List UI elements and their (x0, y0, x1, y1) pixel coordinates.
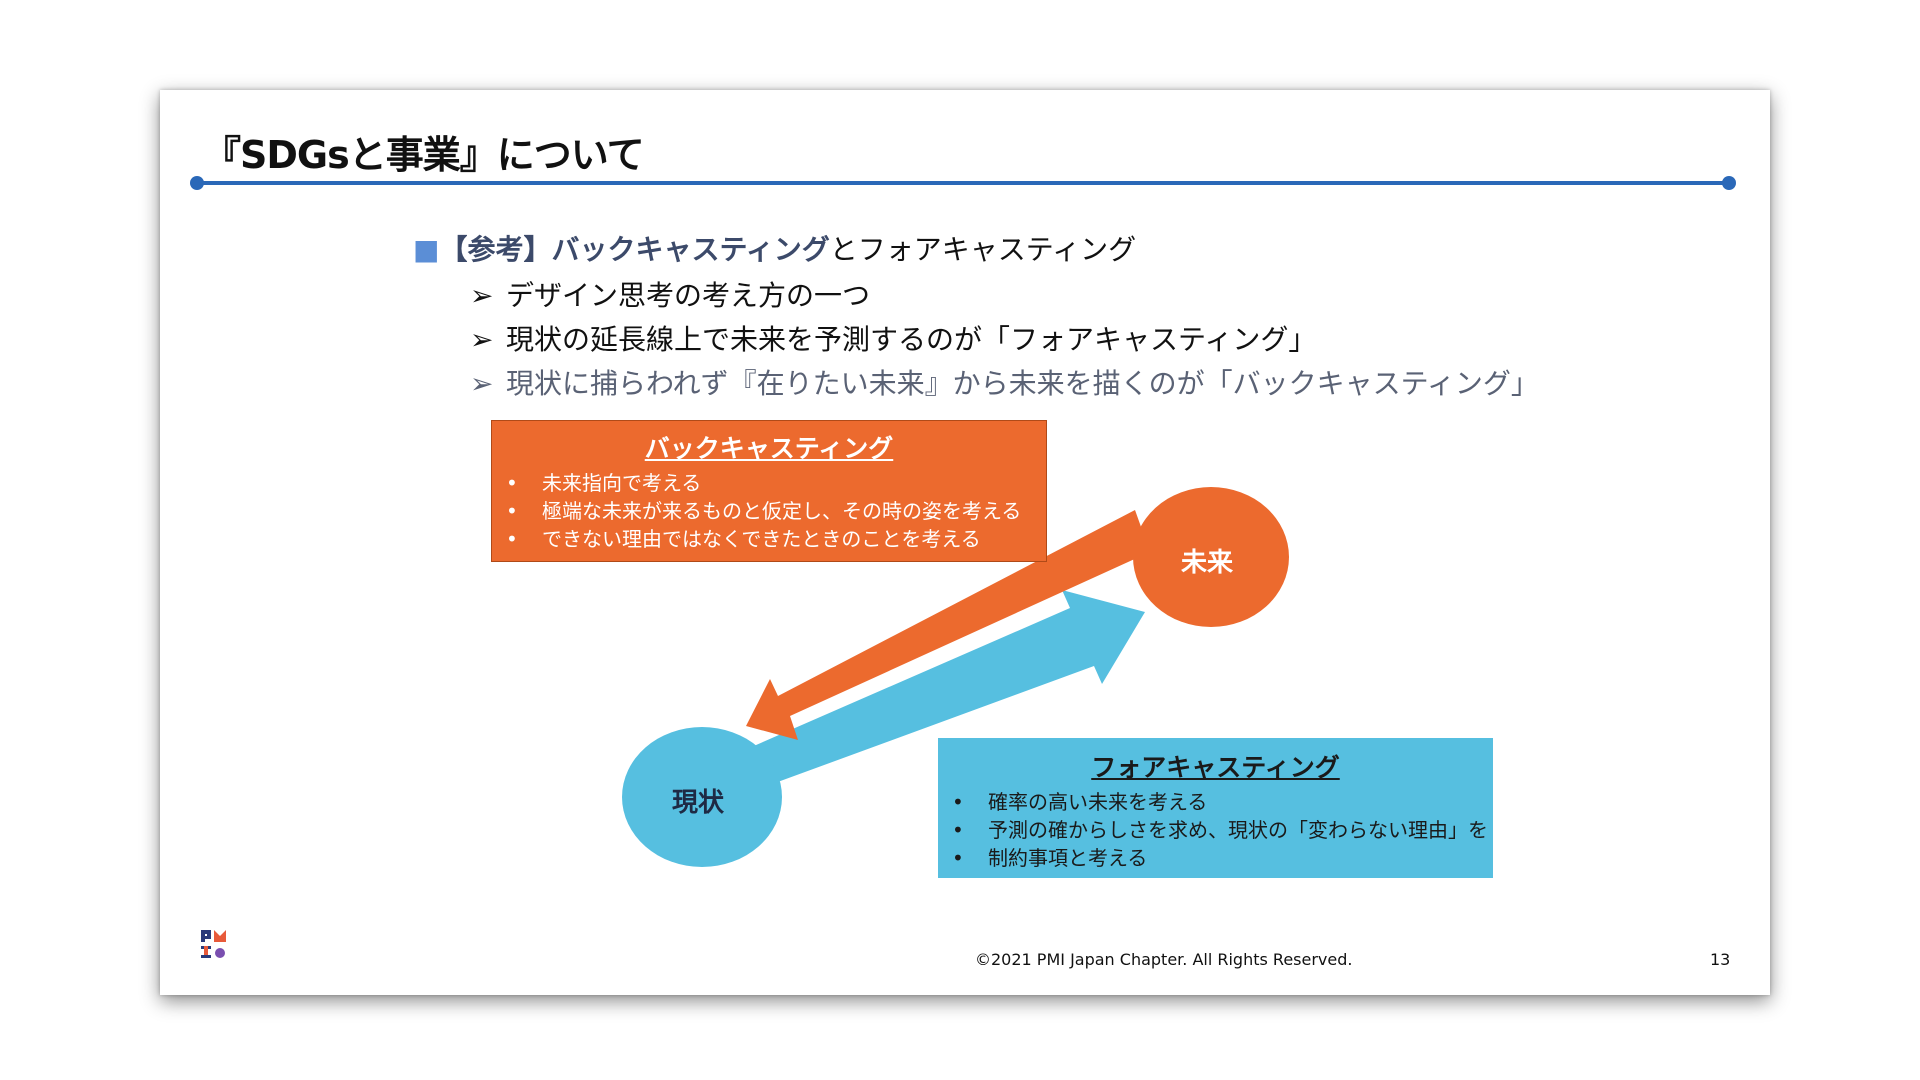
present-label: 現状 (672, 788, 725, 818)
backcasting-box: バックキャスティング 未来指向で考える 極端な未来が来るものと仮定し、その時の姿… (491, 420, 1047, 562)
square-bullet-icon: ■ (413, 233, 440, 266)
arrow-bullet-icon: ➢ (470, 323, 494, 356)
backcasting-arrow (746, 510, 1150, 740)
heading-highlight: 【参考】バックキャスティング (439, 233, 830, 266)
future-label: 未来 (1181, 548, 1234, 578)
bullet-text: デザイン思考の考え方の一つ (506, 279, 871, 312)
bullet-3: ➢ 現状に捕らわれず『在りたい未来』から未来を描くのが「バックキャスティング」 (470, 362, 1539, 402)
bullet-2: ➢ 現状の延長線上で未来を予測するのが「フォアキャスティング」 (470, 318, 1316, 358)
bullet-1: ➢ デザイン思考の考え方の一つ (470, 274, 870, 314)
pmi-logo-icon (201, 930, 226, 958)
list-item: 確率の高い未来を考える (938, 788, 1493, 816)
arrow-bullet-icon: ➢ (470, 367, 494, 400)
page-number: 13 (1710, 950, 1731, 969)
forecasting-box: フォアキャスティング 確率の高い未来を考える 予測の確からしさを求め、現状の「変… (938, 738, 1493, 878)
list-item: 制約事項と考える (938, 844, 1493, 872)
diagram-arrows (622, 487, 1289, 867)
list-item: 極端な未来が来るものと仮定し、その時の姿を考える (492, 497, 1046, 525)
list-item: 未来指向で考える (492, 469, 1046, 497)
heading-rest: とフォアキャスティング (829, 233, 1137, 266)
arrow-bullet-icon: ➢ (470, 279, 494, 312)
title-rule (190, 176, 1736, 190)
forecasting-arrow (740, 590, 1145, 790)
present-circle (622, 727, 782, 867)
forecasting-title: フォアキャスティング (1091, 753, 1340, 782)
bullet-text: 現状に捕らわれず『在りたい未来』から未来を描くのが「バックキャスティング」 (506, 367, 1539, 400)
list-item: できない理由ではなくできたときのことを考える (492, 525, 1046, 553)
section-heading: ■【参考】バックキャスティングとフォアキャスティング (413, 228, 1136, 268)
list-item: 予測の確からしさを求め、現状の「変わらない理由」を (938, 816, 1493, 844)
backcasting-title: バックキャスティング (644, 434, 894, 463)
slide: 『SDGsと事業』について ■【参考】バックキャスティングとフォアキャスティング… (160, 90, 1770, 995)
bullet-text: 現状の延長線上で未来を予測するのが「フォアキャスティング」 (506, 323, 1317, 356)
future-circle (1133, 487, 1289, 627)
copyright: ©2021 PMI Japan Chapter. All Rights Rese… (975, 950, 1353, 969)
page-title: 『SDGsと事業』について (203, 133, 645, 177)
